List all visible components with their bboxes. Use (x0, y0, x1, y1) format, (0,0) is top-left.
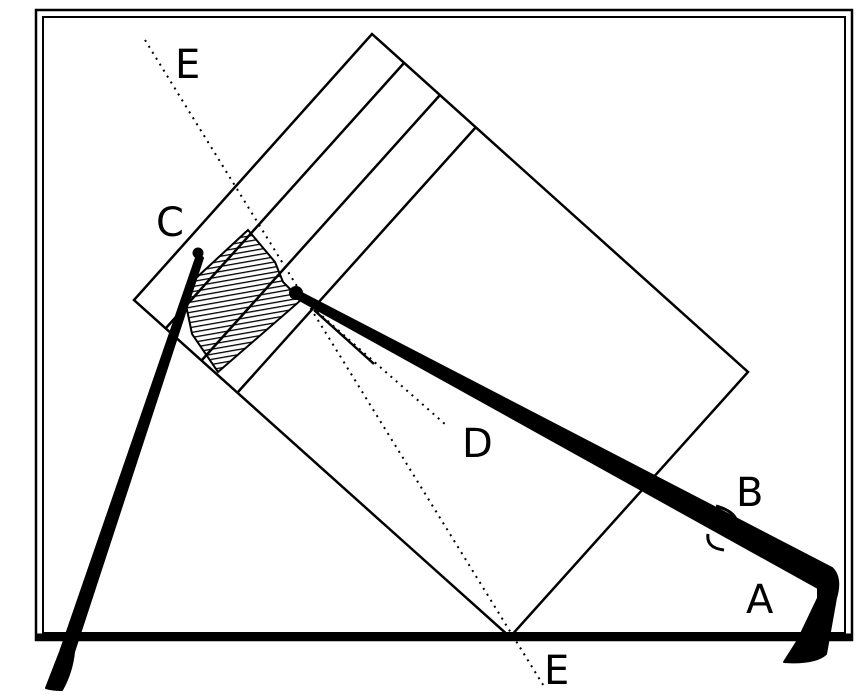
label-e-bottom: E (544, 648, 569, 694)
label-c: C (156, 200, 184, 246)
label-d: D (462, 421, 493, 467)
label-b: B (736, 470, 763, 516)
label-e-top: E (175, 42, 200, 88)
pointer-c (45, 247, 204, 691)
label-a: A (746, 577, 774, 623)
pointer-a (289, 286, 840, 664)
tilted-card (132, 32, 750, 639)
picture-frame (34, 8, 854, 642)
dotted-line-to-d (295, 292, 447, 426)
b-marker (706, 504, 739, 552)
fold-line-e-e (144, 39, 546, 689)
